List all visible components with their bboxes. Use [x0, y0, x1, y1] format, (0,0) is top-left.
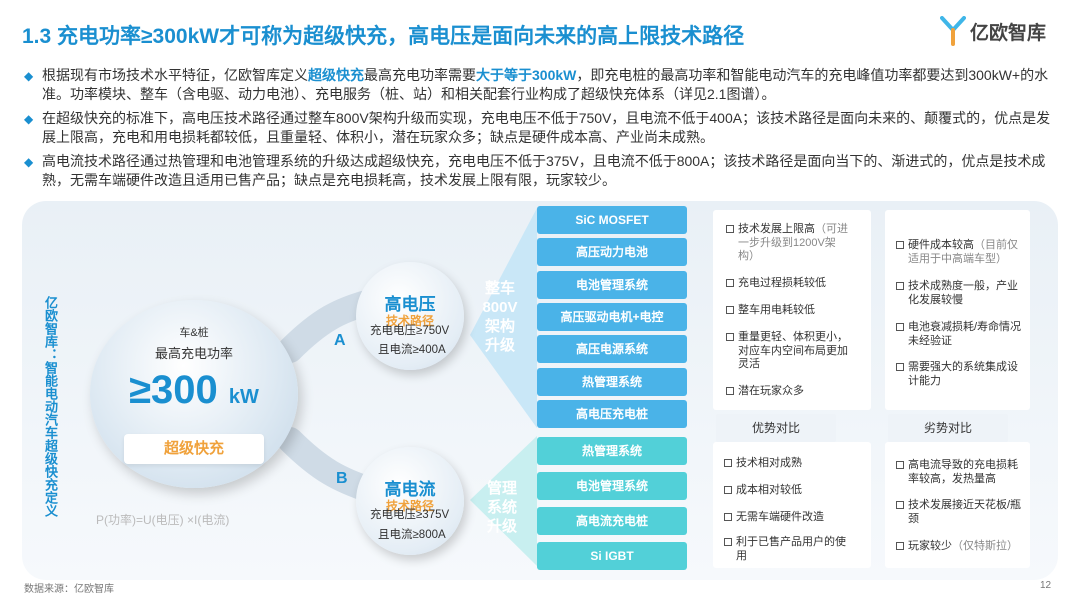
diamond-icon: ◆ — [24, 69, 34, 83]
route-b-name: 高电流 — [384, 480, 436, 499]
item-text: 充电过程损耗较低 — [738, 277, 826, 289]
comparison-item: 整车用电耗较低 — [726, 304, 852, 318]
bullet-3-text: 高电流技术路径通过热管理和电池管理系统的升级达成超级快充，充电电压不低于375V… — [42, 153, 1046, 188]
comparison-item: 技术发展接近天花板/瓶颈 — [896, 499, 1024, 526]
bullet-list: ◆ 根据现有市场技术水平特征，亿欧智库定义超级快充最高充电功率需要大于等于300… — [24, 66, 1060, 195]
disadvantage-b-card — [885, 442, 1030, 568]
disadvantage-header: 劣势对比 — [888, 414, 1008, 442]
advantage-b-card — [713, 442, 871, 568]
item-text: 重量更轻、体积更小，对应车内空间布局更加灵活 — [738, 331, 848, 370]
item-text: 利于已售产品用户的使用 — [736, 536, 846, 562]
item-note: （目前仅适用于中高端车型） — [908, 239, 1018, 265]
bullet-2-text: 在超级快充的标准下，高电压技术路径通过整车800V架构升级而实现，充电电压不低于… — [42, 110, 1051, 145]
logo: 亿欧智库 — [940, 16, 1046, 46]
logo-icon — [940, 16, 966, 46]
comparison-item: 技术发展上限高（可进一步升级到1200V架构） — [726, 223, 852, 264]
route-a-item: 高压电源系统 — [537, 335, 687, 364]
route-b-circle: 高电流 技术路径 — [356, 447, 464, 555]
item-text: 技术成熟度一般，产业化发展较慢 — [908, 280, 1018, 306]
item-text: 无需车端硬件改造 — [736, 511, 824, 523]
data-source: 数据来源：亿欧智库 — [24, 584, 114, 595]
super-fast-charge-badge: 超级快充 — [124, 434, 264, 464]
diamond-icon: ◆ — [24, 112, 34, 126]
comparison-item: 潜在玩家众多 — [726, 385, 852, 399]
item-text: 技术相对成熟 — [736, 457, 802, 469]
page-title: 1.3 充电功率≥300kW才可称为超级快充，高电压是面向未来的高上限技术路径 — [22, 25, 745, 48]
item-text: 技术发展接近天花板/瓶颈 — [908, 499, 1022, 525]
bullet-2: ◆ 在超级快充的标准下，高电压技术路径通过整车800V架构升级而实现，充电电压不… — [24, 109, 1060, 147]
route-a-item: 热管理系统 — [537, 367, 687, 396]
diamond-icon: ◆ — [24, 155, 34, 169]
route-a-spec2: 且电流≥400A — [378, 344, 446, 356]
comparison-item: 重量更轻、体积更小，对应车内空间布局更加灵活 — [726, 331, 852, 372]
center-line1: 车&桩 — [179, 327, 209, 339]
item-text: 高电流导致的充电损耗率较高，发热量高 — [908, 459, 1018, 485]
comparison-item: 硬件成本较高（目前仅适用于中高端车型） — [896, 239, 1024, 266]
item-text: 玩家较少 — [908, 540, 952, 552]
comparison-item: 成本相对较低 — [724, 484, 854, 498]
route-b-spec1: 充电电压≥375V — [370, 509, 450, 521]
logo-text: 亿欧智库 — [970, 22, 1047, 44]
route-a-item: 电池管理系统 — [537, 270, 687, 299]
comparison-item: 电池衰减损耗/寿命情况未经验证 — [896, 321, 1024, 348]
route-a-spec1: 充电电压≥750V — [370, 325, 450, 337]
route-b-block-label: 管理系统升级 — [486, 480, 517, 535]
route-b-item: 热管理系统 — [537, 437, 687, 465]
center-oval: 车&桩 最高充电功率 ≥300 kW 超级快充 — [90, 300, 298, 488]
center-line2: 最高充电功率 — [154, 346, 233, 361]
item-note: （可进一步升级到1200V架构） — [738, 223, 848, 262]
route-a-item: 高压驱动电机+电控 — [537, 302, 687, 331]
comparison-item: 需要强大的系统集成设计能力 — [896, 361, 1024, 388]
advantage-header: 优势对比 — [716, 414, 836, 442]
bullet-1: ◆ 根据现有市场技术水平特征，亿欧智库定义超级快充最高充电功率需要大于等于300… — [24, 66, 1060, 104]
item-text: 潜在玩家众多 — [738, 385, 804, 397]
item-note: （仅特斯拉） — [952, 540, 1018, 552]
bullet-3: ◆ 高电流技术路径通过热管理和电池管理系统的升级达成超级快充，充电电压不低于37… — [24, 152, 1060, 190]
route-b-letter: B — [336, 470, 348, 487]
page-number: 12 — [1040, 580, 1052, 591]
route-b-sub: 技术路径 — [385, 499, 434, 513]
route-b-spec2: 且电流≥800A — [378, 529, 446, 541]
route-a-item: 高压动力电池 — [537, 238, 687, 267]
center-value: ≥300 kW — [129, 368, 259, 412]
route-a-item: 高电压充电桩 — [537, 399, 687, 428]
route-b-item: 电池管理系统 — [537, 472, 687, 500]
power-formula: P(功率)=U(电压) ×I(电流) — [96, 513, 230, 527]
item-text: 成本相对较低 — [736, 484, 802, 496]
comparison-item: 高电流导致的充电损耗率较高，发热量高 — [896, 459, 1024, 486]
comparison-item: 技术成熟度一般，产业化发展较慢 — [896, 280, 1024, 307]
bullet-1-text: 根据现有市场技术水平特征，亿欧智库定义超级快充最高充电功率需要大于等于300kW… — [42, 67, 1049, 102]
item-text: 电池衰减损耗/寿命情况未经验证 — [908, 321, 1022, 347]
item-text: 硬件成本较高 — [908, 239, 974, 251]
route-a-name: 高电压 — [384, 295, 436, 314]
route-b-item: 高电流充电桩 — [537, 507, 687, 535]
comparison-item: 玩家较少（仅特斯拉） — [896, 540, 1024, 554]
route-b-item: Si IGBT — [537, 542, 687, 570]
route-a-item: SiC MOSFET — [537, 206, 687, 234]
advantage-a-card — [713, 210, 871, 410]
comparison-item: 利于已售产品用户的使用 — [724, 536, 854, 563]
item-text: 技术发展上限高 — [738, 223, 815, 235]
comparison-item: 技术相对成熟 — [724, 457, 854, 471]
disadvantage-a-card — [885, 210, 1030, 410]
item-text: 需要强大的系统集成设计能力 — [908, 361, 1018, 387]
route-a-sub: 技术路径 — [385, 314, 434, 328]
comparison-item: 无需车端硬件改造 — [724, 511, 854, 525]
route-a-circle: 高电压 技术路径 — [356, 262, 464, 370]
route-a-letter: A — [334, 332, 346, 349]
item-text: 整车用电耗较低 — [738, 304, 815, 316]
comparison-item: 充电过程损耗较低 — [726, 277, 852, 291]
route-a-block-label: 整车800V架构升级 — [482, 280, 518, 354]
diagram-side-title: 亿欧智库：智能电动汽车超级快充定义 — [43, 295, 58, 517]
